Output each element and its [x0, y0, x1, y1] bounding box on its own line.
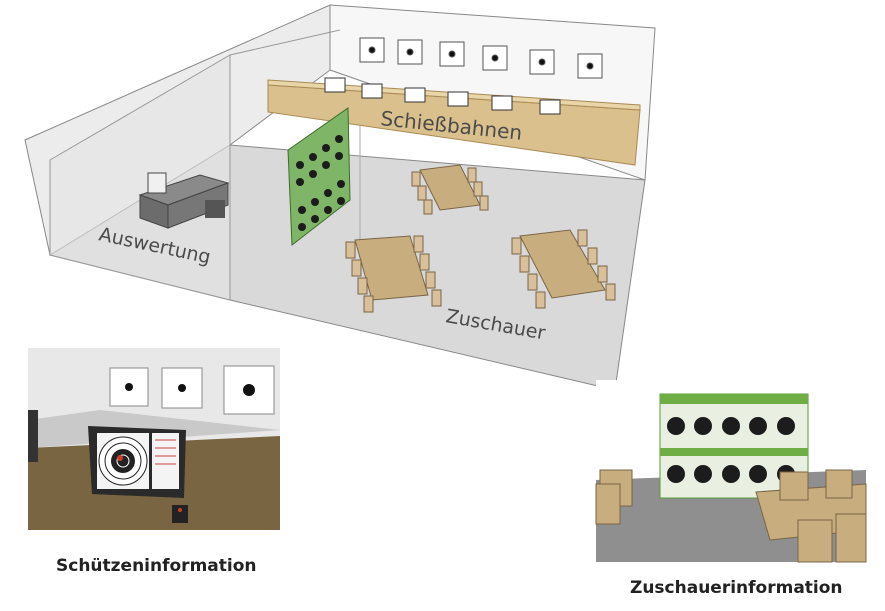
spectator-display-wall: [287, 107, 351, 246]
shooter-remote: [172, 505, 188, 523]
shooter-info-inset: [28, 348, 280, 530]
back-wall-targets: [359, 37, 603, 79]
evaluation-desk: [138, 172, 230, 229]
shooter-monitor: [88, 426, 186, 498]
lane-monitors: [324, 77, 561, 115]
caption-shooter-info: Schützeninformation: [56, 556, 257, 576]
shooting-hall-3d: Schießbahnen Auswertung Zuschauer: [24, 4, 656, 391]
spectator-furniture: [595, 469, 867, 563]
evaluation-divider-wall: [49, 54, 231, 301]
caption-spectator-info: Zuschauerinformation: [630, 578, 843, 598]
spectator-info-inset: [595, 380, 867, 563]
spectator-display-board: [659, 393, 809, 499]
spectator-tables: [345, 164, 616, 313]
